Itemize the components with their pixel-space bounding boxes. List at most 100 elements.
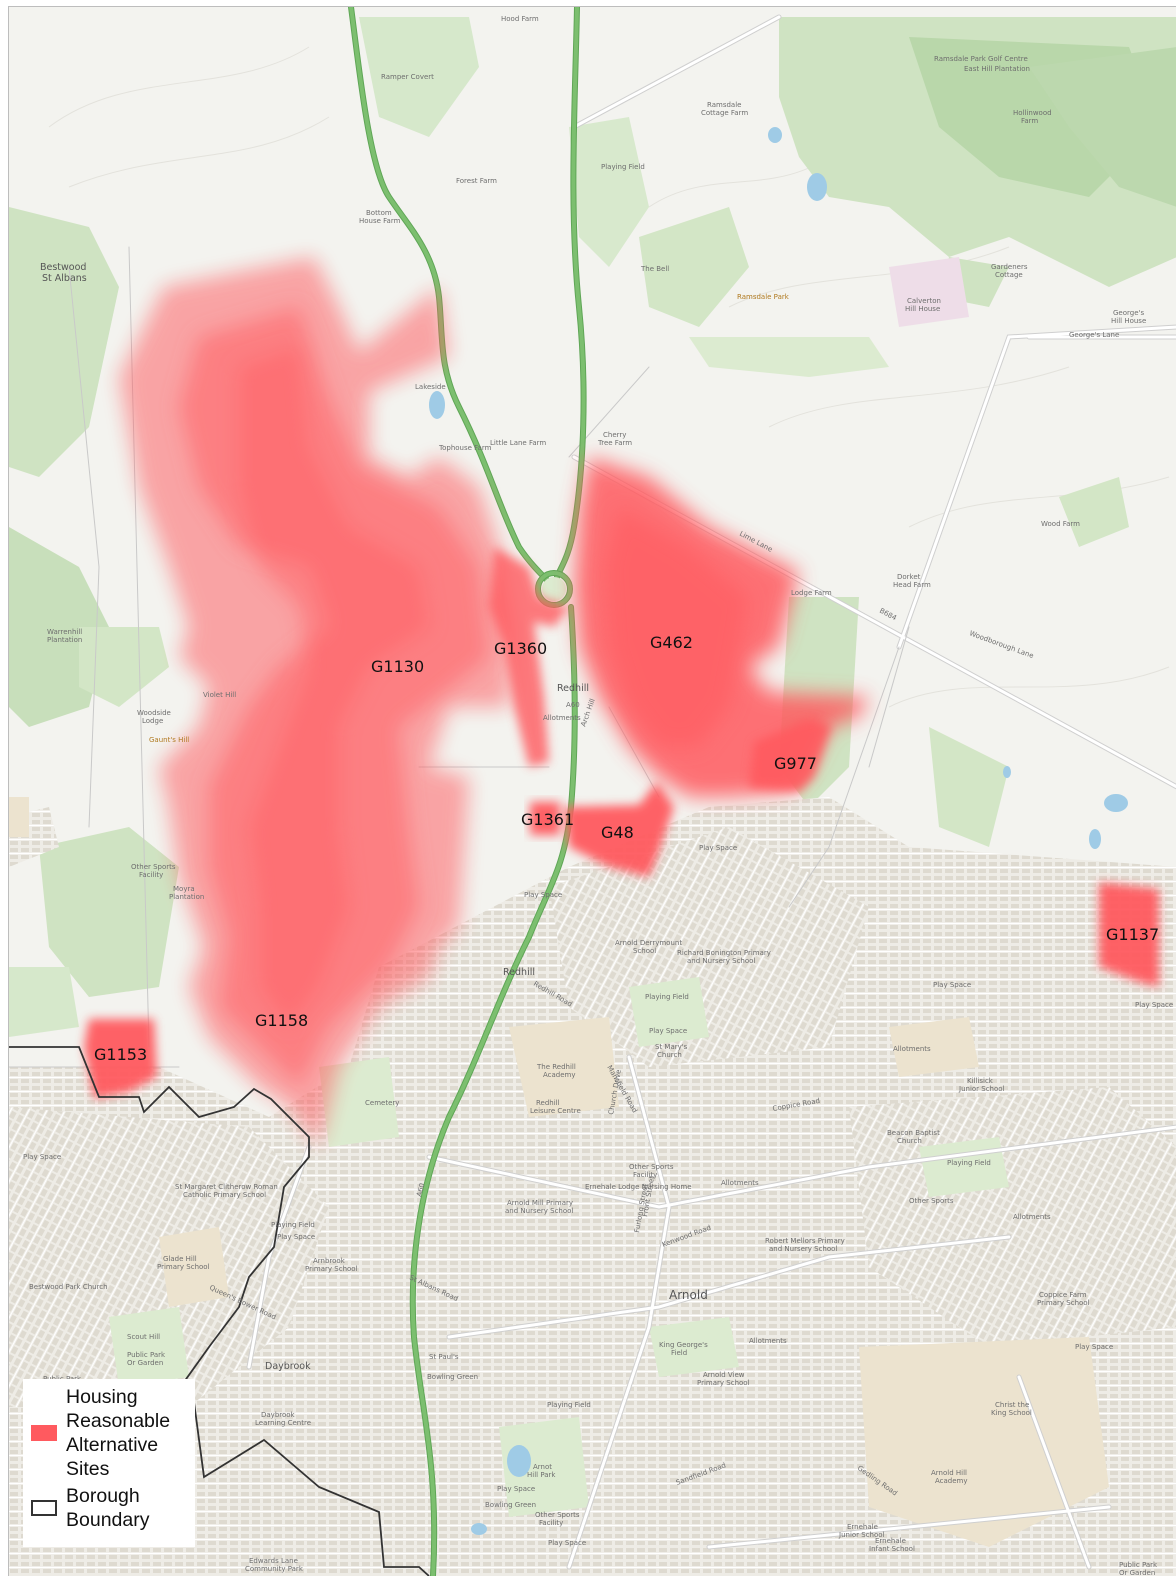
label-play-space-7: Play Space: [1075, 1343, 1113, 1351]
site-label-g1360: G1360: [494, 639, 547, 658]
label-ernehale-infant-2: Infant School: [869, 1545, 915, 1553]
label-calverton-2: Hill House: [905, 305, 940, 313]
legend-swatch-boundary: [31, 1500, 57, 1516]
label-forest-farm: Forest Farm: [456, 177, 497, 185]
label-georges-hill-2: Hill House: [1111, 317, 1146, 325]
label-derrymount-2: School: [633, 947, 656, 955]
site-g1137-shape[interactable]: [1099, 882, 1159, 987]
label-redhill-academy-2: Academy: [543, 1071, 576, 1079]
site-g1130-shape[interactable]: [119, 257, 514, 1147]
legend-item-borough-boundary: Borough Boundary: [31, 1484, 189, 1532]
place-bestwood-1: Bestwood: [40, 262, 86, 273]
label-georges-lane: George's Lane: [1069, 331, 1119, 339]
label-playing-field-n: Playing Field: [601, 163, 645, 171]
site-label-g462: G462: [650, 633, 693, 652]
label-arnold-mill-2: and Nursery School: [505, 1207, 573, 1215]
label-play-space-5: Play Space: [649, 1027, 687, 1035]
label-warrenhill-1: Warrenhill: [47, 628, 82, 636]
label-other-sports-6: Facility: [539, 1519, 563, 1527]
label-bowling-green-1: Bowling Green: [485, 1501, 536, 1509]
label-cemetery: Cemetery: [365, 1099, 399, 1107]
site-g462-shape[interactable]: [574, 457, 869, 797]
place-redhill: Redhill: [503, 967, 535, 978]
site-label-g1361: G1361: [521, 810, 574, 829]
site-label-g48: G48: [601, 823, 634, 842]
map-canvas[interactable]: Hood Farm Ramper Covert Forest Farm Bott…: [9, 7, 1176, 1576]
label-st-pauls: St Paul's: [429, 1353, 459, 1361]
label-other-sports-7: Other Sports: [909, 1197, 954, 1205]
label-arnold-view-1: Arnold View: [703, 1371, 745, 1379]
site-label-g1153: G1153: [94, 1045, 147, 1064]
label-violet-hill: Violet Hill: [203, 691, 236, 699]
label-st-marys-2: Church: [657, 1051, 682, 1059]
site-label-g1137: G1137: [1106, 925, 1159, 944]
label-tophouse: Tophouse Farm: [438, 444, 492, 452]
label-play-space-3: Play Space: [933, 981, 971, 989]
label-redhill-academy-1: The Redhill: [536, 1063, 576, 1071]
label-arnold-hill-1: Arnold Hill: [931, 1469, 967, 1477]
site-g1360-shape[interactable]: [489, 547, 569, 767]
site-g1153-shape[interactable]: [84, 1019, 157, 1099]
water-bodies: [429, 127, 1128, 1535]
label-other-sports-1: Other Sports: [131, 863, 176, 871]
label-allotments-e2: Allotments: [1013, 1213, 1051, 1221]
label-ramsdale-2: Cottage Farm: [701, 109, 748, 117]
label-lodge-farm: Lodge Farm: [791, 589, 832, 597]
label-playing-field-w: Playing Field: [271, 1221, 315, 1229]
label-other-sports-4: Facility: [633, 1171, 657, 1179]
label-cherry-2: Tree Farm: [597, 439, 632, 447]
site-g1361-shape[interactable]: [530, 802, 560, 835]
label-arnbrook-1: Arnbrook: [313, 1257, 346, 1265]
label-woodside-1: Woodside: [137, 709, 171, 717]
label-playing-field-e: Playing Field: [947, 1159, 991, 1167]
label-hollinwood-2: Farm: [1021, 117, 1038, 125]
label-scout-hill: Scout Hill: [127, 1333, 160, 1341]
map-legend: Housing Reasonable Alternative Sites Bor…: [23, 1379, 195, 1547]
label-ernehale-lodge: Ernehale Lodge Nursing Home: [585, 1183, 692, 1191]
label-christ-king-2: King School: [991, 1409, 1032, 1417]
label-christ-king-1: Christ the: [995, 1401, 1029, 1409]
label-play-space-6: Play Space: [277, 1233, 315, 1241]
label-east-hill: East Hill Plantation: [964, 65, 1030, 73]
legend-swatch-housing: [31, 1425, 57, 1441]
label-woodside-2: Lodge: [142, 717, 163, 725]
site-label-g977: G977: [774, 754, 817, 773]
label-ernehale-infant-1: Ernehale: [875, 1537, 906, 1545]
label-play-space-1: Play Space: [699, 844, 737, 852]
label-ramper-covert: Ramper Covert: [381, 73, 434, 81]
label-daybrook-lc-2: Learning Centre: [255, 1419, 311, 1427]
label-playing-field-s: Playing Field: [547, 1401, 591, 1409]
label-allotments-c: Allotments: [721, 1179, 759, 1187]
label-arnold-view-2: Primary School: [697, 1379, 750, 1387]
label-arnot-2: Hill Park: [527, 1471, 556, 1479]
label-lakeside: Lakeside: [415, 383, 446, 391]
map-labels-places: Arnold Redhill Redhill Daybrook Bestwood…: [40, 262, 708, 1372]
label-coppice-farm-1: Coppice Farm: [1039, 1291, 1087, 1299]
label-calverton-1: Calverton: [907, 297, 941, 305]
label-dorket-2: Head Farm: [893, 581, 931, 589]
legend-item-housing-sites: Housing Reasonable Alternative Sites: [31, 1385, 189, 1481]
label-the-bell: The Bell: [640, 265, 669, 273]
housing-sites: [84, 257, 1159, 1147]
site-g48-shape[interactable]: [564, 782, 674, 877]
label-a60-s: A60: [415, 1182, 426, 1197]
label-glade-hill-1: Glade Hill: [163, 1255, 197, 1263]
label-georges-hill-1: George's: [1113, 309, 1144, 317]
label-edwards-lane-2: Community Park: [245, 1565, 304, 1573]
label-king-georges-1: King George's: [659, 1341, 708, 1349]
label-other-sports-2: Facility: [139, 871, 163, 879]
label-public-park-2: Or Garden: [127, 1359, 163, 1367]
label-wood-farm: Wood Farm: [1041, 520, 1080, 528]
label-warrenhill-2: Plantation: [47, 636, 82, 644]
label-redhill-leisure-2: Leisure Centre: [530, 1107, 581, 1115]
label-allotments-s: Allotments: [749, 1337, 787, 1345]
label-hollinwood-1: Hollinwood: [1013, 109, 1052, 117]
label-bottom-2: House Farm: [359, 217, 401, 225]
woodland-areas: [9, 17, 1176, 1037]
label-cherry-1: Cherry: [603, 431, 626, 439]
map-frame[interactable]: Hood Farm Ramper Covert Forest Farm Bott…: [8, 6, 1176, 1576]
site-g977-shape[interactable]: [749, 719, 831, 792]
label-public-park-1: Public Park: [127, 1351, 166, 1359]
label-play-space-2: Play Space: [524, 891, 562, 899]
place-daybrook: Daybrook: [265, 1361, 311, 1372]
